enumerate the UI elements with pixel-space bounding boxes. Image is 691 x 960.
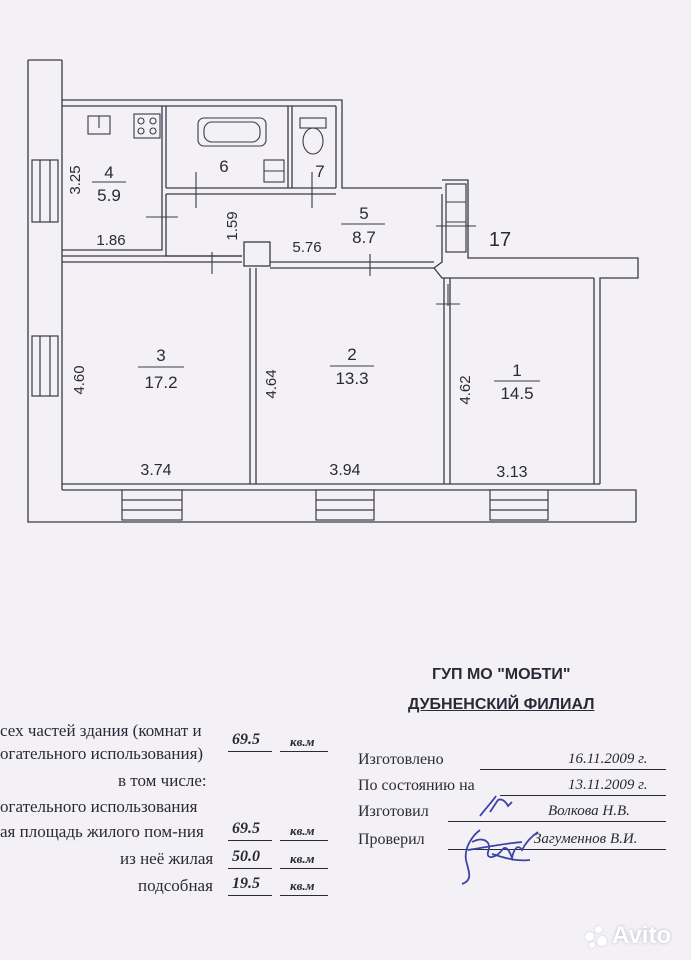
area-total-value: 69.5 [232, 731, 260, 748]
window-left-top [31, 159, 59, 223]
floor-plan: 4 5.9 6 7 5 8.7 3 17.2 2 13.3 1 14.5 17 … [27, 59, 639, 523]
area-living-premises-label: ая площадь жилого пом-ния [0, 822, 204, 841]
room-4-area: 5.9 [97, 186, 121, 205]
bathtub-icon [197, 117, 267, 147]
area-residential-label: из неё жилая [120, 849, 214, 868]
area-residential-value: 50.0 [232, 848, 260, 865]
area-total-label-1: сех частей здания (комнат и [0, 721, 202, 740]
as-of-label: По состоянию на [358, 777, 475, 794]
dim-4.62: 4.62 [457, 375, 474, 404]
checked-by-label: Проверил [358, 831, 425, 848]
room-17-number: 17 [489, 229, 511, 251]
room-2-area: 13.3 [335, 369, 368, 388]
dim-3.94: 3.94 [329, 462, 360, 479]
room-7-number: 7 [315, 162, 324, 181]
room-3-area: 17.2 [144, 373, 177, 392]
dim-1.86: 1.86 [96, 232, 125, 249]
dim-5.76: 5.76 [292, 239, 321, 256]
dim-1.59: 1.59 [224, 211, 241, 240]
avito-watermark: Avito [612, 922, 672, 949]
signature-checked-by [461, 829, 539, 885]
area-living-premises-unit: кв.м [290, 823, 315, 838]
dim-4.60: 4.60 [71, 365, 88, 394]
wall-niche [445, 183, 467, 253]
made-by-label: Изготовил [358, 803, 429, 820]
room-5-area: 8.7 [352, 228, 376, 247]
made-label: Изготовлено [358, 751, 444, 768]
area-total-unit: кв.м [290, 734, 315, 749]
window-room-2 [315, 489, 375, 521]
room-2-number: 2 [347, 345, 356, 364]
area-service-label: подсобная [138, 876, 213, 895]
window-left-bottom [31, 335, 59, 397]
as-of-date: 13.11.2009 г. [568, 777, 648, 793]
area-service-value: 19.5 [232, 875, 260, 892]
dim-3.13: 3.13 [496, 464, 527, 481]
area-living-premises-value: 69.5 [232, 820, 260, 837]
dim-3.25: 3.25 [67, 165, 84, 194]
organization-branch: ДУБНЕНСКИЙ ФИЛИАЛ [408, 696, 595, 713]
room-6-number: 6 [219, 157, 228, 176]
area-service-unit: кв.м [290, 878, 315, 893]
signature-made-by [479, 795, 513, 817]
dim-4.64: 4.64 [263, 369, 280, 398]
room-1-number: 1 [512, 361, 521, 380]
area-including-label: в том числе: [118, 771, 207, 790]
room-3-number: 3 [156, 346, 165, 365]
organization-name: ГУП МО "МОБТИ" [432, 666, 571, 683]
room-4-number: 4 [104, 163, 113, 182]
dim-3.74: 3.74 [140, 462, 171, 479]
bottom-exterior-wall [62, 489, 637, 522]
room-1-area: 14.5 [500, 384, 533, 403]
made-date: 16.11.2009 г. [568, 751, 648, 767]
sink-icon [87, 115, 111, 135]
window-room-3 [121, 489, 183, 521]
door-marks [146, 172, 476, 306]
window-room-1 [489, 489, 549, 521]
checked-by-name: Загуменнов В.И. [534, 831, 638, 847]
left-exterior-wall [27, 60, 636, 523]
area-residential-unit: кв.м [290, 851, 315, 866]
area-auxiliary-label: огательного использования [0, 797, 198, 816]
washbasin-icon [263, 159, 285, 183]
stove-icon [133, 113, 161, 139]
area-total-label-2: огательного использования) [0, 744, 204, 763]
room-5-number: 5 [359, 204, 368, 223]
toilet-icon [299, 117, 327, 155]
vent-shaft [243, 241, 271, 267]
made-by-name: Волкова Н.В. [548, 803, 630, 819]
avito-logo-icon [583, 924, 609, 950]
